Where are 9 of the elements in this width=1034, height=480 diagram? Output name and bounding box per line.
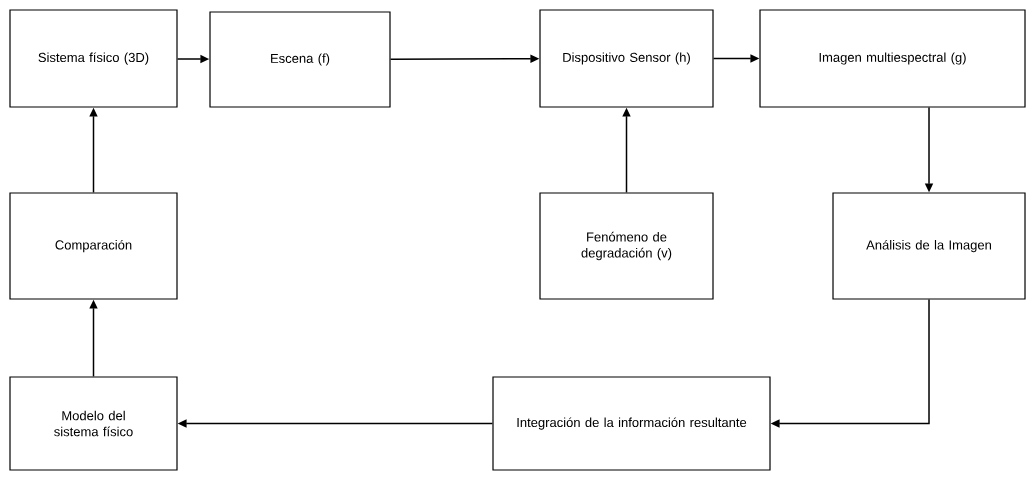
process-box: Modelo del sistema físico — [9, 376, 178, 471]
process-box: Escena (f) — [209, 11, 391, 108]
process-box: Fenómeno de degradación (v) — [539, 192, 714, 300]
process-box: Sistema físico (3D) — [9, 9, 178, 108]
process-box: Comparación — [9, 192, 178, 300]
process-box: Integración de la información resultante — [492, 376, 771, 471]
process-box: Análisis de la Imagen — [832, 192, 1026, 300]
process-box: Dispositivo Sensor (h) — [539, 9, 714, 108]
process-box: Imagen multiespectral (g) — [759, 9, 1026, 108]
